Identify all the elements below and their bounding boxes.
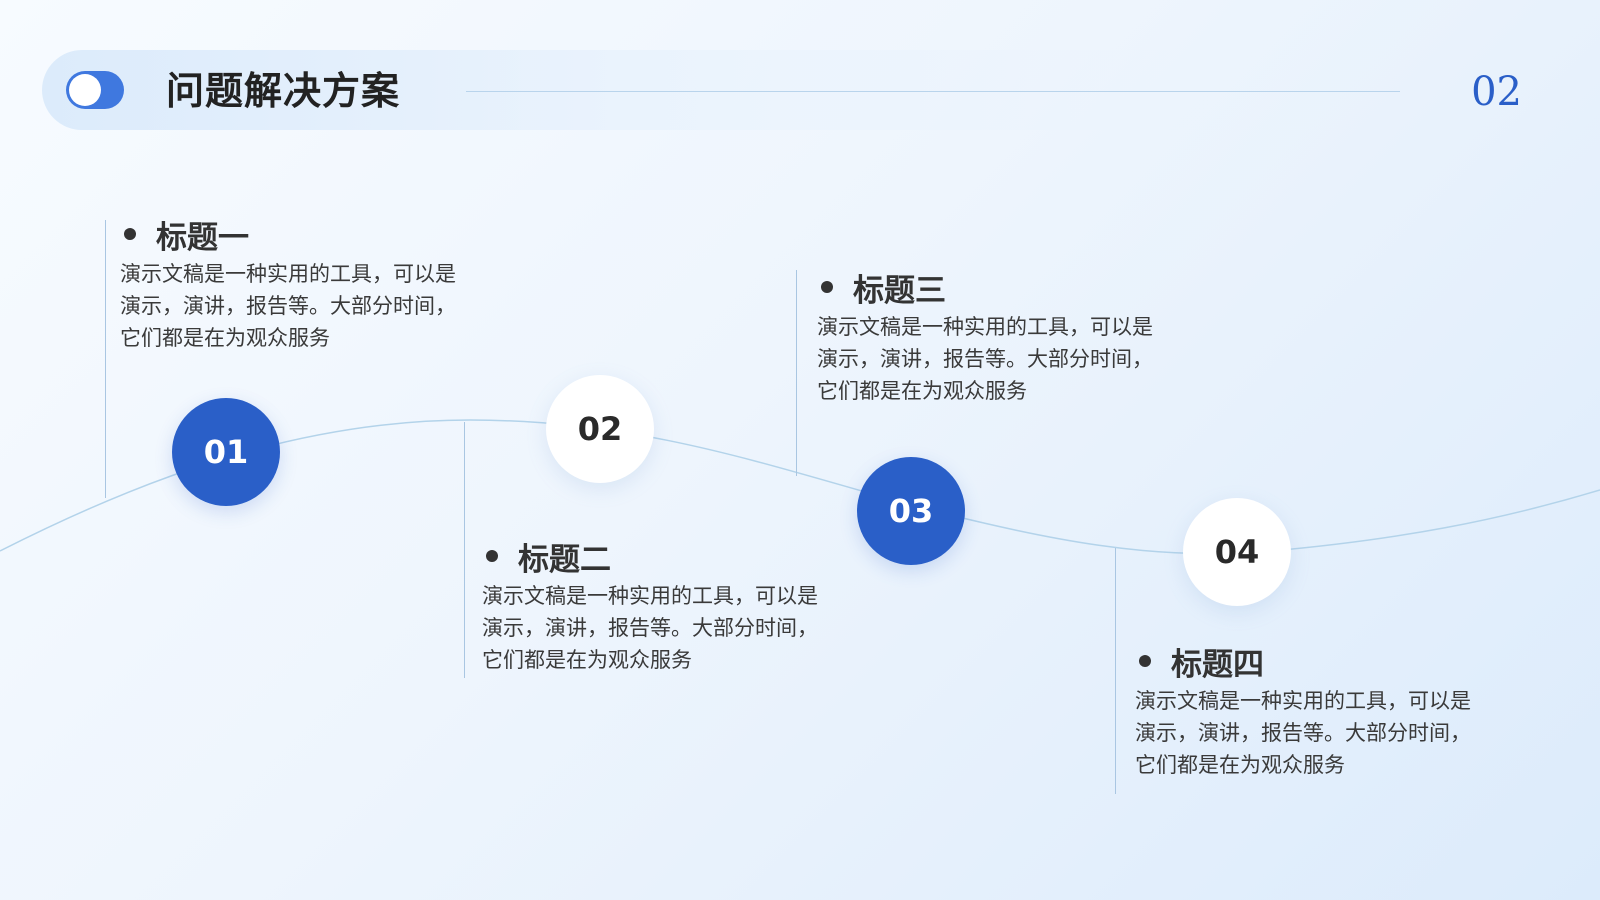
step-2-title: 标题二 <box>518 541 611 578</box>
toggle-switch-icon <box>66 71 124 109</box>
step-2-connector <box>464 422 465 678</box>
bullet-dot-icon <box>486 550 498 562</box>
step-3-heading: 标题三 <box>817 265 1177 309</box>
page-title: 问题解决方案 <box>166 69 401 113</box>
step-1-number: 01 <box>172 398 280 506</box>
step-1-title: 标题一 <box>156 219 249 256</box>
step-2-description: 演示文稿是一种实用的工具，可以是演示，演讲，报告等。大部分时间，它们都是在为观众… <box>482 584 818 672</box>
step-1-heading: 标题一 <box>120 212 480 256</box>
toggle-knob <box>69 74 101 106</box>
step-4-connector <box>1115 548 1116 794</box>
page-number: 02 <box>1471 69 1522 115</box>
step-3-connector <box>796 270 797 476</box>
step-4-description: 演示文稿是一种实用的工具，可以是演示，演讲，报告等。大部分时间，它们都是在为观众… <box>1135 689 1471 777</box>
step-4-title: 标题四 <box>1171 646 1264 683</box>
step-3-number: 03 <box>857 457 965 565</box>
bullet-dot-icon <box>1139 655 1151 667</box>
step-3-description: 演示文稿是一种实用的工具，可以是演示，演讲，报告等。大部分时间，它们都是在为观众… <box>817 315 1153 403</box>
bullet-dot-icon <box>821 281 833 293</box>
step-4-block: 标题四 演示文稿是一种实用的工具，可以是演示，演讲，报告等。大部分时间，它们都是… <box>1135 639 1495 781</box>
step-2-number: 02 <box>546 375 654 483</box>
step-2-block: 标题二 演示文稿是一种实用的工具，可以是演示，演讲，报告等。大部分时间，它们都是… <box>482 534 842 676</box>
step-4-heading: 标题四 <box>1135 639 1495 683</box>
step-1-description: 演示文稿是一种实用的工具，可以是演示，演讲，报告等。大部分时间，它们都是在为观众… <box>120 262 456 350</box>
step-1-block: 标题一 演示文稿是一种实用的工具，可以是演示，演讲，报告等。大部分时间，它们都是… <box>120 212 480 354</box>
step-3-block: 标题三 演示文稿是一种实用的工具，可以是演示，演讲，报告等。大部分时间，它们都是… <box>817 265 1177 407</box>
header-divider <box>466 91 1400 92</box>
step-4-number: 04 <box>1183 498 1291 606</box>
header-bar <box>42 50 1212 130</box>
step-1-connector <box>105 220 106 498</box>
bullet-dot-icon <box>124 228 136 240</box>
step-2-heading: 标题二 <box>482 534 842 578</box>
step-3-title: 标题三 <box>853 272 946 309</box>
